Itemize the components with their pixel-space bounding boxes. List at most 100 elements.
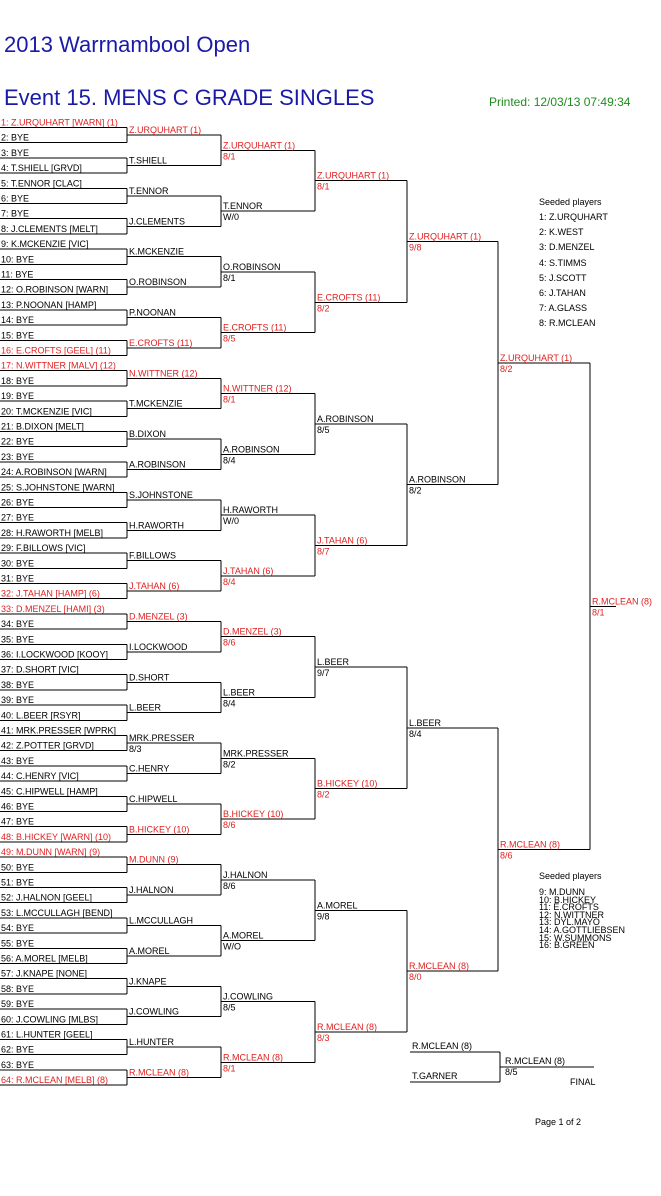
winner-name: I.LOCKWOOD — [129, 642, 188, 652]
winner-name: J.HALNON — [223, 870, 268, 880]
match-score: 8/1 — [317, 182, 330, 192]
winner-name: L.BEER — [223, 688, 256, 698]
winner-name: L.BEER — [409, 718, 442, 728]
event-title: Event 15. MENS C GRADE SINGLES — [4, 85, 375, 110]
draw-entry: 15: BYE — [1, 330, 34, 340]
match-score: 8/7 — [317, 547, 330, 557]
draw-entry: 26: BYE — [1, 498, 34, 508]
winner-name: D.SHORT — [129, 672, 170, 682]
match-score: W/0 — [223, 516, 239, 526]
winner-name: Z.URQUHART (1) — [129, 125, 201, 135]
match-score: 8/1 — [592, 607, 605, 617]
draw-entry: 52: J.HALNON [GEEL] — [1, 893, 92, 903]
draw-entry: 47: BYE — [1, 817, 34, 827]
winner-name: B.HICKEY (10) — [223, 809, 283, 819]
winner-name: R.MCLEAN (8) — [317, 1022, 377, 1032]
draw-entry: 6: BYE — [1, 194, 29, 204]
match-score: 8/3 — [129, 744, 142, 754]
draw-entry: 36: I.LOCKWOOD [KOOY] — [1, 650, 108, 660]
draw-entry: 3: BYE — [1, 148, 29, 158]
draw-entry: 23: BYE — [1, 452, 34, 462]
winner-name: M.DUNN (9) — [129, 855, 179, 865]
winner-name: L.HUNTER — [129, 1037, 175, 1047]
draw-entry: 29: F.BILLOWS [VIC] — [1, 543, 86, 553]
draw-entry: 25: S.JOHNSTONE [WARN] — [1, 482, 115, 492]
seeded-player: 16: B.GREEN — [539, 940, 595, 951]
draw-entry: 20: T.MCKENZIE [VIC] — [1, 406, 92, 416]
winner-name: D.MENZEL (3) — [223, 627, 282, 637]
winner-name: S.JOHNSTONE — [129, 490, 193, 500]
match-score: 8/5 — [317, 425, 330, 435]
winner-name: R.MCLEAN (8) — [409, 961, 469, 971]
seeded-player: 13: DYL.MAYO — [539, 917, 600, 928]
winner-name: F.BILLOWS — [129, 551, 176, 561]
match-score: W/O — [223, 942, 241, 952]
draw-entry: 35: BYE — [1, 634, 34, 644]
winner-name: J.COWLING — [223, 992, 273, 1002]
winner-name: A.MOREL — [129, 946, 170, 956]
draw-entry: 22: BYE — [1, 437, 34, 447]
winner-name: N.WITTNER (12) — [129, 368, 198, 378]
winner-name: A.MOREL — [317, 900, 358, 910]
winner-name: A.MOREL — [223, 931, 264, 941]
winner-name: H.RAWORTH — [223, 505, 278, 515]
match-score: 8/4 — [223, 699, 236, 709]
draw-entry: 24: A.ROBINSON [WARN] — [1, 467, 107, 477]
page-number: Page 1 of 2 — [535, 1117, 582, 1127]
seeded-player: 3: D.MENZEL — [539, 242, 595, 253]
draw-entry: 19: BYE — [1, 391, 34, 401]
draw-entry: 49: M.DUNN [WARN] (9) — [1, 847, 100, 857]
draw-entry: 40: L.BEER [RSYR] — [1, 710, 81, 720]
winner-name: N.WITTNER (12) — [223, 384, 292, 394]
match-score: 8/6 — [500, 851, 513, 861]
draw-entry: 13: P.NOONAN [HAMP] — [1, 300, 96, 310]
finalist-1: R.MCLEAN (8) — [412, 1041, 472, 1051]
champion-name: R.MCLEAN (8) — [505, 1056, 565, 1066]
winner-name: J.KNAPE — [129, 976, 167, 986]
draw-entry: 50: BYE — [1, 862, 34, 872]
draw-entry: 60: J.COWLING [MLBS] — [1, 1014, 98, 1024]
winner-name: Z.URQUHART (1) — [317, 171, 389, 181]
draw-entry: 17: N.WITTNER [MALV] (12) — [1, 361, 116, 371]
seeded-player: 4: S.TIMMS — [539, 257, 587, 268]
winner-name: D.MENZEL (3) — [129, 612, 188, 622]
draw-entry: 45: C.HIPWELL [HAMP] — [1, 786, 98, 796]
draw-entry: 41: MRK.PRESSER [WPRK] — [1, 726, 116, 736]
printed-timestamp: Printed: 12/03/13 07:49:34 — [489, 95, 631, 109]
winner-name: K.MCKENZIE — [129, 247, 184, 257]
draw-entry: 7: BYE — [1, 209, 29, 219]
seeded-player: 10: B.HICKEY — [539, 894, 597, 905]
match-score: W/0 — [223, 212, 239, 222]
finalist-2: T.GARNER — [412, 1071, 458, 1081]
winner-name: Z.URQUHART (1) — [223, 140, 295, 150]
draw-entry: 51: BYE — [1, 878, 34, 888]
draw-entry: 33: D.MENZEL [HAMI] (3) — [1, 604, 105, 614]
seeded-player: 7: A.GLASS — [539, 303, 588, 314]
draw-entry: 46: BYE — [1, 802, 34, 812]
winner-name: A.ROBINSON — [129, 460, 186, 470]
match-score: 8/6 — [223, 638, 236, 648]
winner-name: T.MCKENZIE — [129, 399, 183, 409]
winner-name: R.MCLEAN (8) — [129, 1068, 189, 1078]
draw-entry: 27: BYE — [1, 513, 34, 523]
match-score: 8/1 — [223, 1063, 236, 1073]
draw-entry: 48: B.HICKEY [WARN] (10) — [1, 832, 111, 842]
match-score: 8/2 — [317, 303, 330, 313]
draw-entry: 16: E.CROFTS [GEEL] (11) — [1, 346, 111, 356]
winner-name: A.ROBINSON — [223, 444, 280, 454]
draw-entry: 38: BYE — [1, 680, 34, 690]
draw-entry: 53: L.MCCULLAGH [BEND] — [1, 908, 113, 918]
draw-entry: 61: L.HUNTER [GEEL] — [1, 1030, 93, 1040]
seeded-player: 15: W.SUMMONS — [539, 932, 612, 943]
match-score: 8/1 — [223, 273, 236, 283]
draw-entry: 31: BYE — [1, 574, 34, 584]
winner-name: Z.URQUHART (1) — [409, 232, 481, 242]
winner-name: C.HENRY — [129, 764, 169, 774]
winner-name: R.MCLEAN (8) — [500, 840, 560, 850]
match-score: 8/1 — [223, 395, 236, 405]
draw-entry: 39: BYE — [1, 695, 34, 705]
winner-name: A.ROBINSON — [317, 414, 374, 424]
match-score: 8/6 — [223, 881, 236, 891]
winner-name: B.HICKEY (10) — [317, 779, 377, 789]
